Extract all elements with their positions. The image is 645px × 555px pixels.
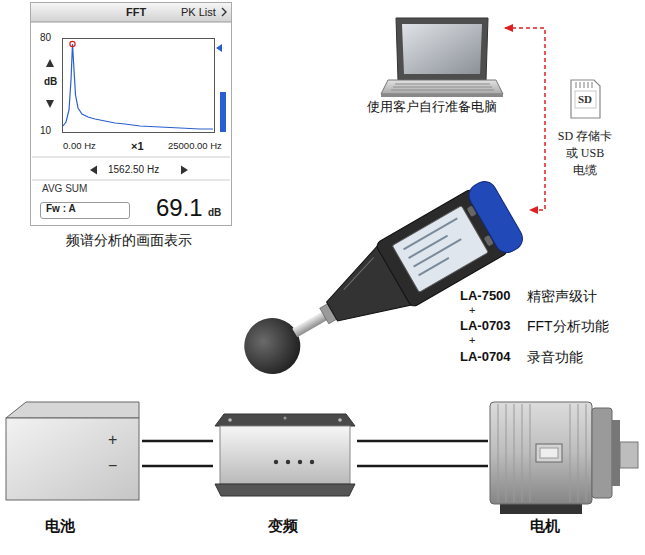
- screen-caption: 频谱分析的画面表示: [66, 232, 192, 248]
- laptop-shape: [402, 24, 482, 74]
- axis-min-value: 10: [40, 125, 51, 137]
- laptop-shape: [391, 84, 494, 90]
- sd-card-icon: [571, 80, 600, 118]
- model-description: 精密声级计: [527, 288, 597, 304]
- power-wire: [357, 440, 488, 443]
- fft-screen-shape: [90, 166, 97, 175]
- battery-label: 电池: [45, 517, 75, 534]
- terminal-sign: +: [108, 431, 117, 449]
- screen-title: FFT: [126, 6, 146, 19]
- inverter-shape: [215, 484, 355, 496]
- motor-shape: [612, 420, 620, 486]
- inverter-shape: [338, 418, 342, 422]
- plus-sign: +: [469, 334, 475, 347]
- sound-level-meter-shape: [229, 177, 527, 393]
- plus-sign: +: [469, 304, 475, 317]
- sound-level-meter: LA-7500精密声级计+LA-0703FFT分析功能+LA-0704录音功能: [240, 170, 530, 378]
- sound-level-meter-shape: [234, 308, 310, 384]
- sound-level-meter-shape: [404, 218, 473, 275]
- motor-label: 电机: [530, 517, 560, 534]
- motor-shape: [620, 442, 638, 468]
- data-link-connector: [505, 28, 545, 210]
- inverter-shape: [298, 460, 302, 464]
- laptop-caption: 使用客户自行准备电脑: [367, 100, 497, 115]
- power-wire: [142, 440, 213, 443]
- cursor-frequency: 1562.50 Hz: [108, 164, 159, 176]
- motor-shape: [490, 402, 592, 504]
- fft-screen-shape: [46, 100, 54, 108]
- fft-screen-shape: [63, 39, 215, 133]
- fft-screen-shape: [216, 44, 222, 52]
- fft-screen-shape: [31, 22, 231, 23]
- model-number: LA-0704: [460, 350, 511, 365]
- sd-card-icon: [575, 91, 596, 108]
- inverter-shape: [284, 417, 287, 420]
- battery-shape: [6, 418, 139, 500]
- inverter-shape: [220, 426, 350, 484]
- fft-screen-shape: [220, 92, 226, 132]
- sound-level-meter-shape: [240, 170, 530, 378]
- laptop: 使用客户自行准备电脑: [360, 15, 505, 118]
- laptop-shape: [381, 80, 503, 94]
- fft-screen-display: FFT PK List 80 dB 10 0.00 Hz ×1 25000.00 Hz 1562…: [30, 2, 232, 226]
- inverter-shape: [215, 414, 355, 426]
- motor-shape: [498, 404, 586, 502]
- battery: + − 电池: [3, 398, 142, 540]
- fft-screen-shape: [32, 180, 230, 181]
- fft-screen-shape: [32, 157, 230, 158]
- freq-end: 25000.00 Hz: [168, 141, 222, 152]
- motor: 电机: [488, 392, 641, 540]
- axis-unit: dB: [44, 76, 57, 88]
- laptop-shape: [381, 94, 503, 97]
- menu-button-label: PK List: [181, 6, 216, 19]
- sound-level-meter-shape: [392, 206, 488, 293]
- fft-screen-shape: [31, 3, 231, 22]
- zoom-factor: ×1: [131, 140, 144, 153]
- inverter-label: 变频: [268, 517, 298, 534]
- weighting-box: Fw : A: [40, 202, 130, 219]
- model-number: LA-0703: [460, 319, 511, 334]
- inverter: 变频: [213, 398, 357, 540]
- sd-card-mark: SD: [578, 93, 592, 106]
- laptop-shape: [396, 18, 488, 80]
- motor-shape: [488, 392, 641, 540]
- freq-start: 0.00 Hz: [63, 141, 96, 152]
- model-description: FFT分析功能: [527, 318, 609, 334]
- fft-screen-shape: [63, 44, 213, 129]
- sound-level-meter-shape: [292, 311, 328, 338]
- weighting-label: Fw : A: [46, 203, 76, 215]
- level-readout: 69.1: [156, 194, 203, 222]
- fft-screen-shape: [222, 8, 226, 16]
- sd-card-icon: [576, 82, 592, 88]
- model-number: LA-7500: [460, 289, 511, 304]
- sound-level-meter-shape: [337, 257, 380, 289]
- motor-shape: [540, 448, 558, 458]
- connection-label: SD 存储卡 或 USB 电缆: [554, 128, 616, 179]
- inverter-shape: [228, 418, 232, 422]
- inverter-shape: [310, 460, 314, 464]
- fft-screen-shape: [46, 59, 54, 67]
- fft-screen-shape: [70, 41, 75, 46]
- model-description: 录音功能: [527, 349, 583, 365]
- power-wire: [142, 465, 213, 468]
- mode-label: AVG SUM: [42, 183, 87, 195]
- power-wire: [357, 465, 488, 468]
- terminal-sign: −: [108, 457, 117, 475]
- battery-shape: [6, 402, 139, 418]
- sd-card-icon: [571, 80, 600, 118]
- motor-shape: [592, 408, 612, 498]
- readout-unit: dB: [208, 207, 221, 219]
- inverter-shape: [274, 460, 278, 464]
- axis-max-value: 80: [40, 32, 51, 44]
- motor-shape: [536, 444, 562, 462]
- fft-screen-shape: [31, 3, 232, 226]
- inverter-shape: [286, 460, 290, 464]
- sound-level-meter-shape: [465, 177, 527, 257]
- fft-screen-shape: [181, 166, 188, 175]
